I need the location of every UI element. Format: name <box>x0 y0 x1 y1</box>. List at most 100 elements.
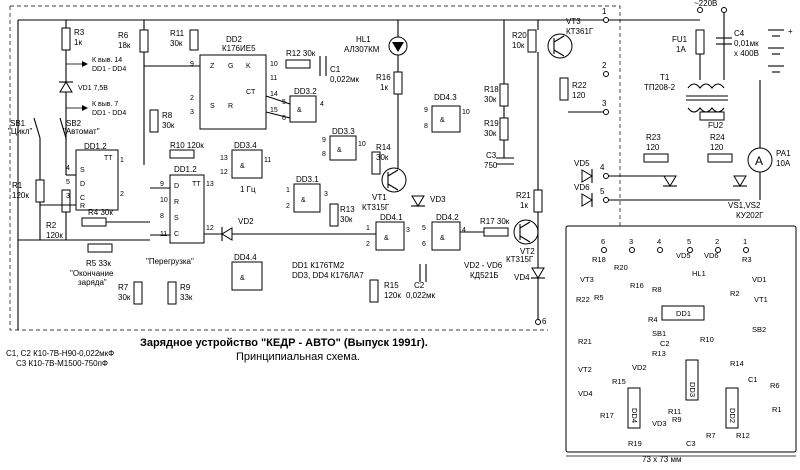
vd5-label: VD5 <box>574 159 590 168</box>
pcb-pad-4 <box>657 247 663 253</box>
c4-label: C4 <box>734 29 745 38</box>
pcb-pad-label: 5 <box>687 237 691 246</box>
svg-text:&: & <box>301 197 306 204</box>
svg-text:6: 6 <box>282 115 286 122</box>
r1-value: 120к <box>12 191 29 200</box>
svg-text:&: & <box>440 117 445 124</box>
terminal-4: 4 <box>600 163 605 172</box>
pcb-pad-2 <box>715 247 721 253</box>
svg-text:12: 12 <box>220 169 228 176</box>
pcb-part-label: HL1 <box>692 269 706 278</box>
board-outline <box>9 6 548 331</box>
r4-resistor <box>81 217 107 227</box>
c2-label: C2 <box>414 281 425 290</box>
r3-label: R3 <box>74 28 85 37</box>
r22-label: R22 <box>572 81 587 90</box>
t1-secondary-winding <box>687 107 725 113</box>
svg-text:4: 4 <box>66 165 70 172</box>
dd3-4-label: DD3.4 <box>234 141 257 150</box>
pin7-chips: DD1 - DD4 <box>92 110 126 117</box>
svg-text:R: R <box>80 203 85 210</box>
vd2-diode <box>221 227 233 241</box>
dd1-2-left-label: DD1.2 <box>84 142 107 151</box>
c3-label: C3 <box>486 151 497 160</box>
svg-text:C: C <box>174 231 179 238</box>
sb1-label: SB1 <box>10 119 26 128</box>
pcb-pad-label: 1 <box>743 237 747 246</box>
sb1-switch[interactable] <box>33 117 41 139</box>
pcb-part-label: VD5 <box>676 251 691 260</box>
svg-text:13: 13 <box>220 155 228 162</box>
dd2-label: DD2 <box>226 35 243 44</box>
r23-resistor <box>643 153 669 163</box>
dd1-2-right-label: DD1.2 <box>174 165 197 174</box>
r18-label: R18 <box>484 85 499 94</box>
dd4-2-gate <box>431 221 461 251</box>
dd1-2-right-ic <box>169 174 205 244</box>
svg-text:3: 3 <box>324 191 328 198</box>
r6-resistor <box>139 29 149 53</box>
vt2-type: КТ315Г <box>506 255 534 264</box>
svg-text:&: & <box>240 163 245 170</box>
r7-label: R7 <box>118 283 129 292</box>
vd1-zener <box>59 81 73 93</box>
dd2-counter-ic <box>199 54 267 130</box>
svg-text:&: & <box>440 235 445 242</box>
svg-text:2: 2 <box>286 203 290 210</box>
pcb-part-label: C3 <box>686 439 696 448</box>
fu1-label: FU1 <box>672 35 688 44</box>
r23-value: 120 <box>646 143 660 152</box>
dd4-4-gate <box>231 261 263 291</box>
fu2-fuse <box>699 111 725 121</box>
dd3-2-label: DD3.2 <box>294 87 317 96</box>
svg-text:9: 9 <box>322 137 326 144</box>
r13-resistor <box>329 203 339 227</box>
caps-note-1: C1, C2 К10-7В-Н90-0,022мкФ <box>6 349 114 358</box>
svg-text:DD3: DD3 <box>688 382 697 397</box>
t1-primary-winding <box>687 83 725 89</box>
r13-value: 30к <box>340 215 353 224</box>
pcb-part-label: R3 <box>742 255 752 264</box>
sb2-switch[interactable] <box>59 117 67 139</box>
overload-label: "Перегрузка" <box>146 257 194 266</box>
dd4-1-label: DD4.1 <box>380 213 403 222</box>
pcb-pad-3 <box>629 247 635 253</box>
svg-text:13: 13 <box>206 181 214 188</box>
dd4-2-label: DD4.2 <box>436 213 459 222</box>
vt3-label: VT3 <box>566 17 581 26</box>
vt1-label: VT1 <box>372 193 387 202</box>
r14-value: 30к <box>376 153 389 162</box>
r19-label: R19 <box>484 119 499 128</box>
r9-resistor <box>167 281 177 305</box>
c4-value: 0,01мк <box>734 39 759 48</box>
r5-label: R5 33к <box>86 259 111 268</box>
pcb-part-label: R7 <box>706 431 716 440</box>
r15-value: 120к <box>384 291 401 300</box>
r21-value: 1к <box>520 201 528 210</box>
vs1-thyristor <box>663 175 677 187</box>
schematic-subtitle: Принципиальная схема. <box>236 351 360 363</box>
hl1-label: HL1 <box>356 35 371 44</box>
pcb-part-label: SB1 <box>652 329 666 338</box>
r8-value: 30к <box>162 121 175 130</box>
svg-text:A: A <box>755 154 763 168</box>
r13-label: R13 <box>340 205 355 214</box>
pcb-part-label: VT1 <box>754 295 768 304</box>
pcb-part-label: R4 <box>648 315 658 324</box>
r18-resistor <box>499 83 509 107</box>
svg-text:2: 2 <box>366 241 370 248</box>
one-hz-label: 1 Гц <box>240 185 256 194</box>
c3-value: 750 <box>484 161 498 170</box>
r16-label: R16 <box>376 73 391 82</box>
r15-label: R15 <box>384 281 399 290</box>
pcb-part-label: R8 <box>652 285 662 294</box>
r11-resistor <box>189 29 199 51</box>
board-outline-top <box>10 5 621 330</box>
diode-type-note: КД521Б <box>470 271 499 280</box>
vt3-type: КТ361Г <box>566 27 594 36</box>
r3-resistor <box>61 27 71 51</box>
svg-text:TT: TT <box>192 181 201 188</box>
r7-resistor <box>133 281 143 305</box>
fu2-label: FU2 <box>708 121 724 130</box>
